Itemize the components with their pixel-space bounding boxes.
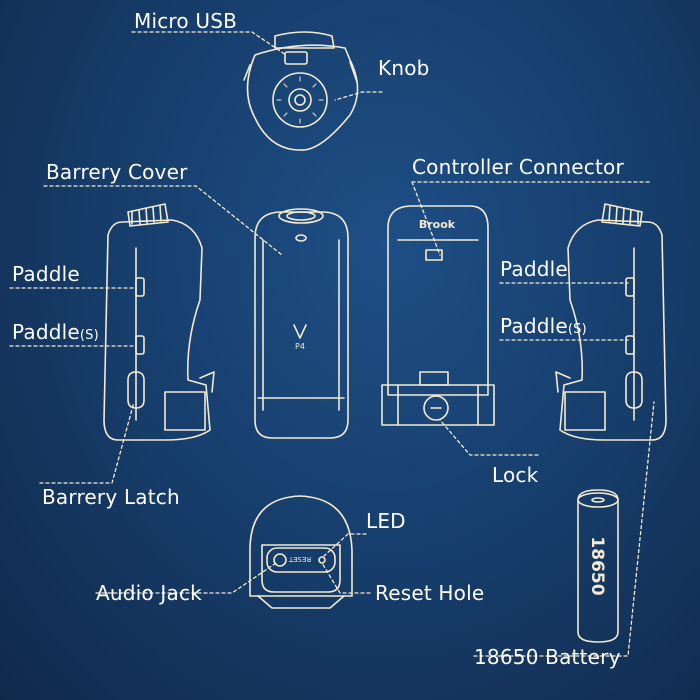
reset-hole [318,556,326,564]
controller-connector-port [425,249,443,261]
reset-marking: RESET [288,555,311,563]
lock-dial [423,395,449,421]
label-micro-usb: Micro USB [134,9,238,33]
label-paddle-s-right-text: Paddle [500,314,568,338]
label-paddle-s-right-suffix: (S) [567,322,587,337]
label-paddle-s-right: Paddle(S) [500,314,587,342]
model-logo [293,324,307,339]
label-paddle-left: Paddle [12,262,80,286]
label-lock: Lock [492,463,539,487]
left-paddle-s-shape [135,335,145,355]
right-side-view [555,203,667,441]
battery-marking: 18650 [587,536,607,595]
label-audio-jack: Audio Jack [96,581,202,605]
label-paddle-s-left: Paddle(S) [12,320,99,348]
label-controller-connector: Controller Connector [412,155,624,179]
label-paddle-right: Paddle [500,257,568,281]
label-paddle-s-left-suffix: (S) [79,328,99,343]
micro-usb-port [284,51,308,65]
left-battery-latch-shape [127,371,145,409]
battery-illustration [577,489,619,643]
left-side-view [103,203,215,441]
model-marking: P4 [295,342,305,351]
label-led: LED [366,509,406,533]
left-paddle-shape [135,277,145,297]
brand-marking: Brook [419,218,456,231]
top-knob-view [243,31,359,151]
knob-dial [272,72,328,128]
label-battery-latch: Barrery Latch [42,485,180,509]
front-view [254,208,349,439]
label-reset-hole: Reset Hole [375,581,485,605]
audio-jack-port [273,553,287,567]
label-paddle-s-left-text: Paddle [12,320,80,344]
label-18650-battery: 18650 Battery [474,645,621,669]
label-battery-cover: Barrery Cover [46,160,188,184]
bottom-end-view [249,495,353,609]
label-knob: Knob [378,56,430,80]
back-view [381,205,495,426]
leader-lines [9,31,655,657]
